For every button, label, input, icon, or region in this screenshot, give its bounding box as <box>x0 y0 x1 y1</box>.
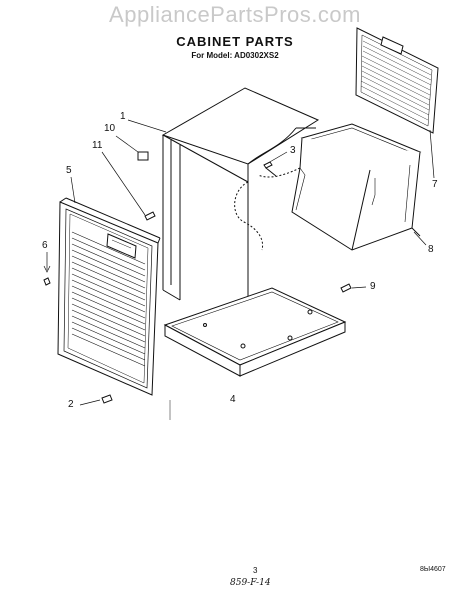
leader-lines <box>43 119 435 420</box>
watermark: AppliancePartsPros.com <box>109 2 361 27</box>
callout-6: 6 <box>42 240 48 251</box>
model-subtitle: For Model: AD0302XS2 <box>191 51 279 60</box>
callout-7: 7 <box>432 179 438 190</box>
document-number: 8Ы4607 <box>420 566 446 573</box>
diagram-title: CABINET PARTS <box>176 34 294 49</box>
small-parts <box>43 151 352 404</box>
callout-3: 3 <box>290 145 296 156</box>
callout-10: 10 <box>104 123 116 134</box>
callout-9: 9 <box>370 281 376 292</box>
base-pan <box>163 287 347 377</box>
rear-filter <box>355 27 439 134</box>
water-bucket <box>291 123 422 251</box>
callout-8: 8 <box>428 244 434 255</box>
callout-4: 4 <box>230 394 236 405</box>
handwritten-note: 859-F-14 <box>230 578 271 588</box>
part-10-clip <box>137 151 149 161</box>
callout-2: 2 <box>68 399 74 410</box>
front-grille-panel <box>57 197 161 396</box>
callout-5: 5 <box>66 165 72 176</box>
page-number: 3 <box>253 566 258 575</box>
callout-1: 1 <box>120 111 126 122</box>
callout-11: 11 <box>92 140 103 151</box>
